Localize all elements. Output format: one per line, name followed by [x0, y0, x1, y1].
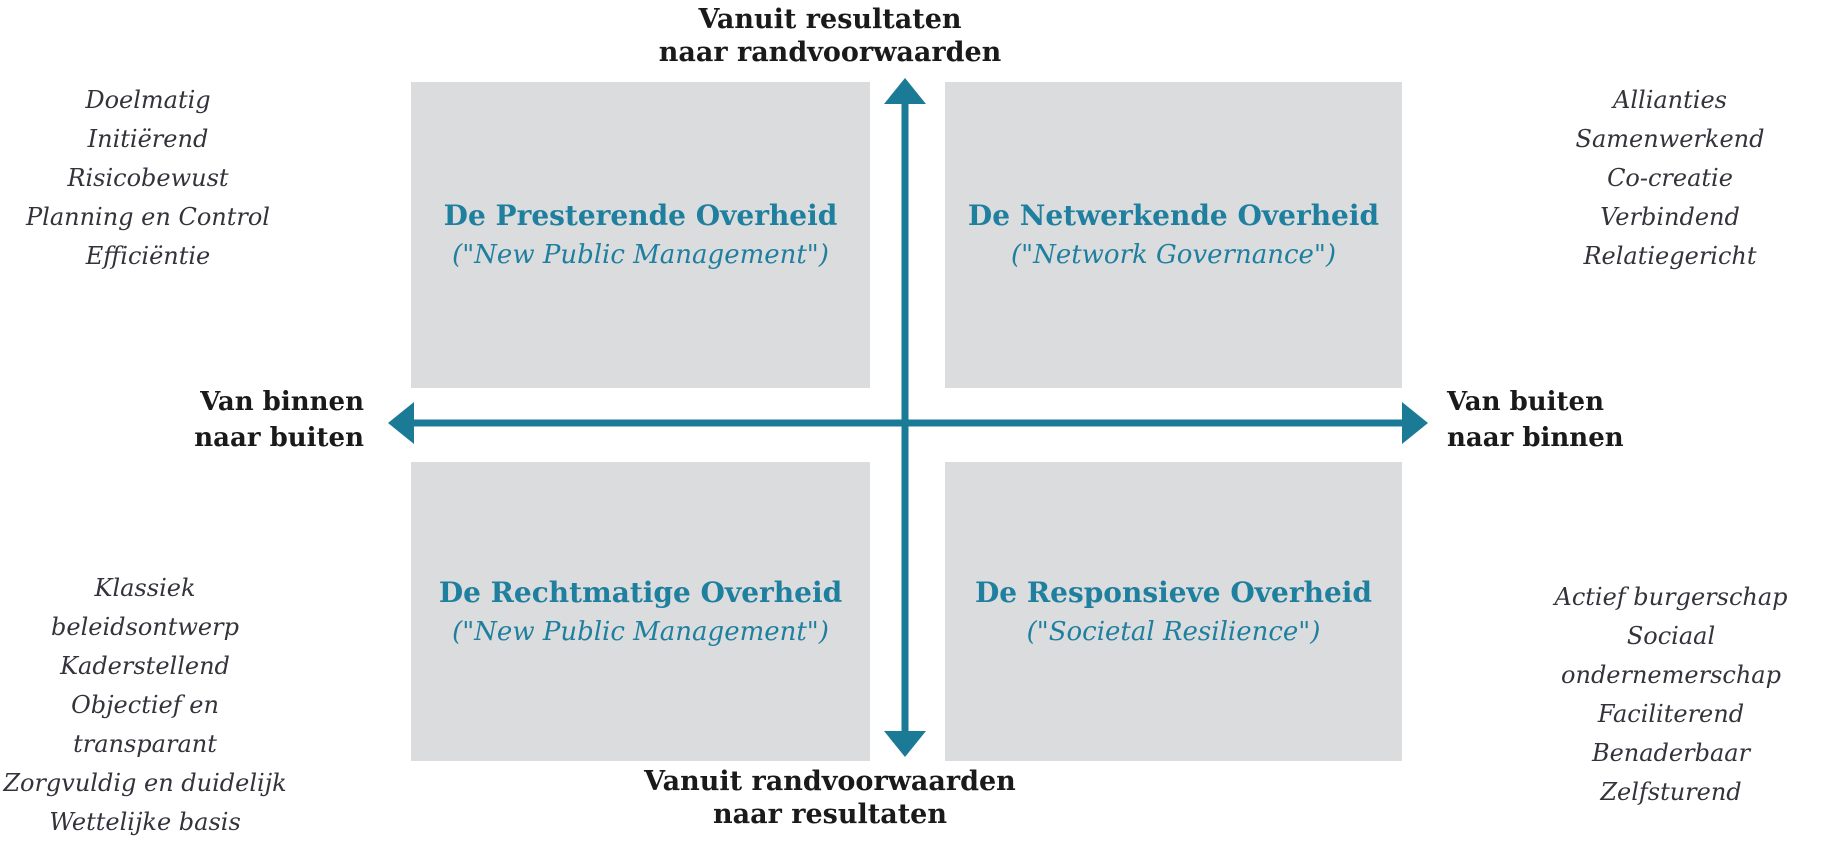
quadrant-title: De Rechtmatige Overheid [438, 575, 843, 609]
quadrant-subtitle: ("Societal Resilience") [1026, 616, 1321, 647]
list-item: Zelfsturend [1600, 778, 1742, 806]
axis-label-bottom: Vanuit randvoorwaarden naar resultaten [480, 765, 1180, 831]
axis-label-right-line1: Van buiten [1447, 387, 1605, 417]
quadrant-subtitle: ("Network Governance") [1010, 240, 1336, 270]
quadrant-netwerkende-overheid: De Netwerkende Overheid ("Network Govern… [945, 82, 1402, 388]
list-item: Co-creatie [1607, 164, 1733, 192]
axis-label-left-line1: Van binnen [200, 387, 364, 417]
axis-label-top-line1: Vanuit resultaten [698, 4, 962, 35]
list-item: Initiërend [87, 125, 209, 153]
axis-label-bottom-line1: Vanuit randvoorwaarden [644, 766, 1016, 797]
list-item: Klassiek beleidsontwerp [51, 574, 239, 641]
list-item: Verbindend [1600, 203, 1740, 231]
list-item: Samenwerkend [1575, 125, 1765, 153]
quadrant-presterende-overheid: De Presterende Overheid ("New Public Man… [411, 82, 870, 388]
arrowhead-up-icon [884, 78, 926, 104]
list-item: Sociaal ondernemerschap [1561, 622, 1781, 689]
list-item: Doelmatig [85, 86, 211, 114]
axis-label-left: Van binnen naar buiten [64, 384, 364, 456]
list-item: Zorgvuldig en duidelijk [3, 769, 287, 797]
list-item: Kaderstellend [60, 652, 230, 680]
quadrant-rechtmatige-overheid: De Rechtmatige Overheid ("New Public Man… [411, 462, 870, 761]
quadrant-subtitle: ("New Public Management") [452, 240, 829, 270]
axis-label-right-line2: naar binnen [1447, 423, 1624, 453]
quadrant-title: De Responsieve Overheid [975, 575, 1372, 609]
axis-label-left-line2: naar buiten [194, 423, 364, 453]
list-item: Allianties [1613, 86, 1727, 114]
list-item: Faciliterend [1597, 700, 1745, 728]
list-item: Efficiëntie [85, 242, 211, 270]
list-item: Relatiegericht [1583, 242, 1757, 270]
list-item: Planning en Control [26, 203, 270, 231]
arrowhead-right-icon [1402, 402, 1428, 444]
quadrant-responsieve-overheid: De Responsieve Overheid ("Societal Resil… [945, 462, 1402, 761]
quadrant-subtitle: ("New Public Management") [452, 616, 829, 647]
list-item: Wettelijke basis [49, 808, 241, 836]
arrowhead-down-icon [884, 731, 926, 757]
list-item: Actief burgerschap [1554, 583, 1788, 611]
axis-label-right: Van buiten naar binnen [1447, 384, 1747, 456]
axis-label-top: Vanuit resultaten naar randvoorwaarden [480, 3, 1180, 69]
axis-label-top-line2: naar randvoorwaarden [658, 37, 1002, 68]
axis-label-bottom-line2: naar resultaten [713, 799, 947, 830]
list-item: Objectief en transparant [71, 691, 219, 758]
list-item: Benaderbaar [1591, 739, 1751, 767]
arrowhead-left-icon [388, 402, 414, 444]
quadrant-title: De Netwerkende Overheid [967, 199, 1380, 232]
list-item: Risicobewust [67, 164, 229, 192]
quadrant-title: De Presterende Overheid [443, 199, 838, 232]
